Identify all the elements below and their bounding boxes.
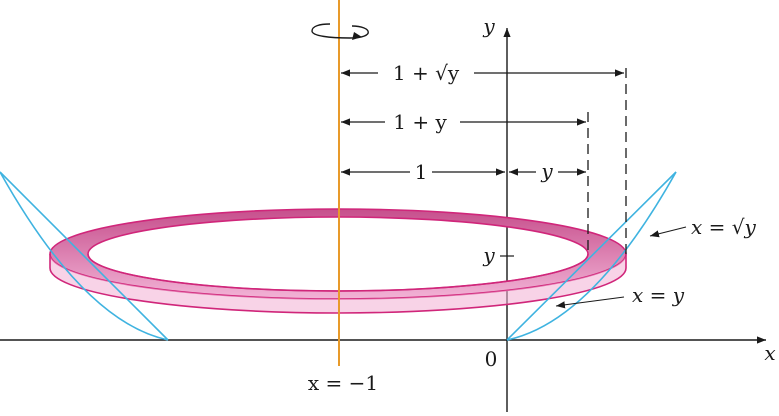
curve-x-equals-sqrt-y [506, 171, 677, 341]
washer-front-edge [50, 254, 626, 313]
label-rotation-axis: x = −1 [308, 371, 378, 395]
curve-x-equals-y [506, 171, 677, 341]
dimension-outer: 1 + √y [341, 61, 624, 85]
region-left [0, 171, 169, 341]
region-right [506, 171, 677, 341]
rotation-arrow-icon [311, 23, 369, 40]
label-middle-radius: 1 + y [393, 110, 447, 134]
label-outer-radius: 1 + √y [393, 61, 460, 85]
dimension-middle: 1 + y [341, 110, 586, 134]
label-curve-sqrt: x = √y [691, 215, 756, 239]
label-y-tick: y [482, 243, 495, 267]
dimension-y: y [509, 159, 586, 183]
label-y-axis: y [482, 14, 495, 38]
label-curve-line: x = y [632, 283, 685, 307]
label-x-axis: x [764, 341, 775, 365]
callout-line: x = y [555, 283, 685, 309]
curve-left-sqrt [0, 171, 169, 341]
label-unit-distance: 1 [415, 160, 428, 184]
label-origin: 0 [485, 347, 498, 371]
callout-sqrt: x = √y [649, 215, 756, 239]
label-y-distance: y [540, 159, 553, 183]
curve-left-line [0, 171, 169, 341]
dimension-unit: 1 [341, 160, 505, 184]
